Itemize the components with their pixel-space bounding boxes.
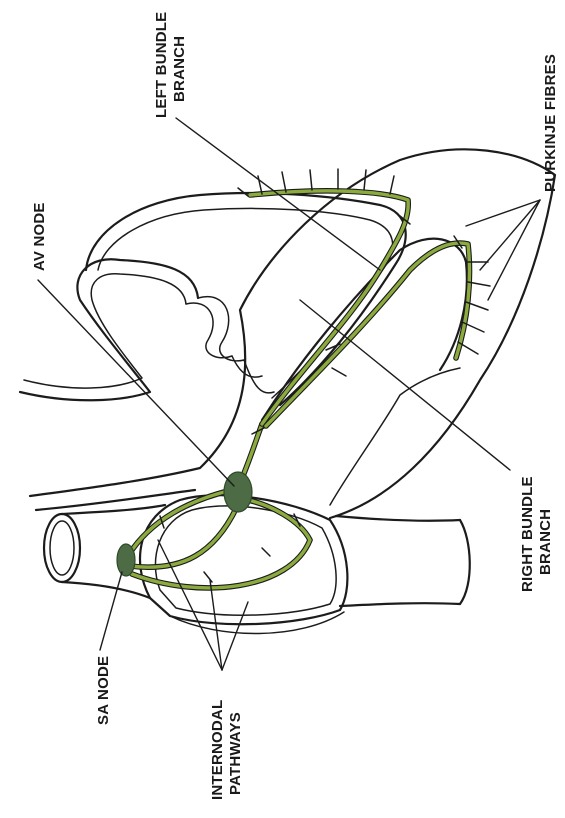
tick — [332, 368, 346, 376]
vena-cava-opening-inner — [50, 521, 74, 575]
labels: AV NODE LEFT BUNDLE BRANCH PURKINJE FIBR… — [31, 12, 559, 800]
aorta-outer — [20, 259, 198, 400]
tick — [204, 572, 212, 582]
left-bundle-branch-path-fill — [250, 191, 408, 424]
right-bundle-branch-path-fill — [266, 243, 470, 426]
label-right-bundle-line2: BRANCH — [537, 509, 554, 575]
ivc-end — [460, 520, 470, 604]
conduction-system — [117, 169, 490, 588]
ivc-bottom — [340, 603, 460, 606]
label-left-bundle-line2: BRANCH — [171, 36, 188, 102]
label-purkinje-fibres: PURKINJE FIBRES — [542, 54, 559, 192]
purkinje-twig — [364, 170, 366, 190]
right-bundle-branch-path — [266, 243, 470, 426]
leader-sa-node — [100, 572, 122, 650]
purkinje-twig — [390, 176, 394, 194]
leader-internodal-3 — [222, 602, 248, 670]
purkinje-twig — [282, 172, 286, 192]
label-left-bundle-line1: LEFT BUNDLE — [153, 12, 170, 118]
pathway-ticks — [160, 216, 462, 582]
sa-node — [117, 544, 135, 576]
purkinje-twig — [310, 170, 312, 190]
label-sa-node: SA NODE — [95, 656, 112, 725]
label-internodal-line1: INTERNODAL — [209, 700, 226, 800]
label-internodal-line2: PATHWAYS — [227, 712, 244, 795]
ivc-top — [336, 516, 460, 521]
left-bundle-branch-path — [250, 191, 408, 424]
label-av-node: AV NODE — [31, 202, 48, 271]
vena-cava-bottom — [62, 582, 150, 598]
leader-av-node — [38, 280, 234, 486]
valve-cusp-1 — [186, 303, 232, 358]
leader-right-bundle — [300, 300, 510, 470]
label-right-bundle-line1: RIGHT BUNDLE — [519, 476, 536, 592]
av-node — [224, 472, 252, 512]
tick — [262, 548, 270, 556]
